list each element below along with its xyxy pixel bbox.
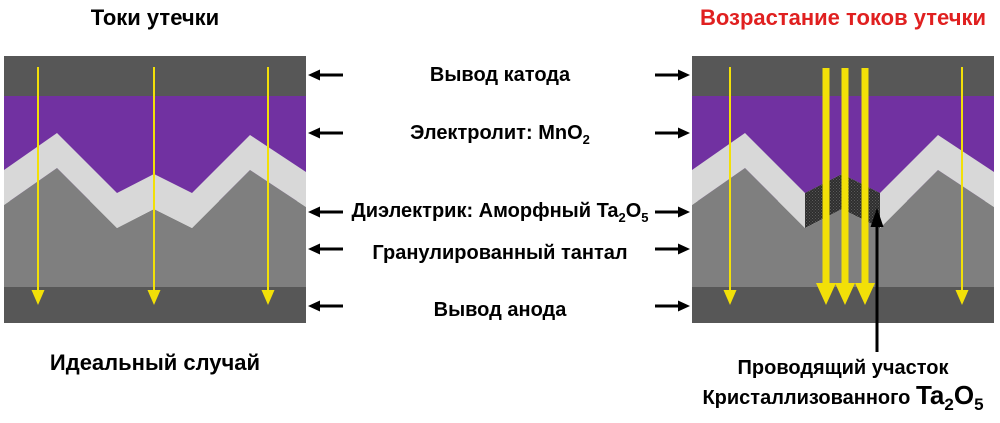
leakage-arrow-shaft xyxy=(153,67,155,290)
thick-leakage-arrow-shaft xyxy=(861,68,869,284)
label-electrolyte-text: Электролит: MnO xyxy=(410,122,583,144)
high-leakage-current-arrows xyxy=(816,68,875,305)
left-capacitor-stack-diagram xyxy=(4,56,306,323)
formula-base: O xyxy=(953,380,975,410)
label-dielectric-text: Диэлектрик: Аморфный Ta xyxy=(351,200,619,222)
left-panel-caption: Идеальный случай xyxy=(49,350,261,375)
leakage-arrow-shaft xyxy=(37,67,39,290)
leakage-arrow-shaft xyxy=(961,67,963,290)
label-tantalum: Гранулированный тантал xyxy=(310,241,690,265)
formula-base: Ta xyxy=(915,380,945,410)
label-anode-text: Вывод анода xyxy=(433,299,567,321)
right-panel-title: Возрастание токов утечки xyxy=(699,5,987,30)
label-anode: Вывод анода xyxy=(310,298,690,322)
left-leakage-current-arrows xyxy=(31,67,275,305)
left-panel-title: Токи утечки xyxy=(90,5,220,30)
thick-leakage-arrow-head xyxy=(835,283,855,305)
defect-annotation: Проводящий участок Кристаллизованного Ta… xyxy=(680,356,1000,413)
thick-leakage-arrow-head xyxy=(816,283,836,305)
leakage-arrow-head xyxy=(955,290,969,305)
leakage-arrow-head xyxy=(261,290,275,305)
leakage-arrow-head xyxy=(31,290,45,305)
label-cathode-text: Вывод катода xyxy=(429,64,571,86)
leakage-arrow-head xyxy=(147,290,161,305)
leakage-arrow-shaft xyxy=(267,67,269,290)
label-dielectric: Диэлектрик: Аморфный Ta2O5 xyxy=(310,199,690,225)
defect-annotation-text: Кристаллизованного xyxy=(702,387,916,409)
defect-annotation-line1: Проводящий участок xyxy=(737,357,949,379)
thick-leakage-arrow-head xyxy=(855,283,875,305)
label-dielectric-subscript: 5 xyxy=(641,210,649,225)
right-capacitor-stack-diagram xyxy=(692,56,994,323)
label-dielectric-subscript: 2 xyxy=(618,210,626,225)
thick-leakage-arrow-shaft xyxy=(841,68,849,284)
leakage-arrow-shaft xyxy=(729,67,731,290)
label-tantalum-text: Гранулированный тантал xyxy=(372,242,628,264)
defect-annotation-line2: Кристаллизованного Ta2O5 xyxy=(680,380,1000,413)
label-cathode: Вывод катода xyxy=(310,63,690,87)
thick-leakage-arrow-shaft xyxy=(822,68,830,284)
formula-subscript: 5 xyxy=(974,395,984,415)
defect-annotation-formula: Ta2O5 xyxy=(915,380,984,413)
formula-subscript: 2 xyxy=(944,395,954,415)
right-leakage-current-arrows xyxy=(723,67,969,305)
leakage-arrow-head xyxy=(723,290,737,305)
label-electrolyte: Электролит: MnO2 xyxy=(310,121,690,147)
label-electrolyte-subscript: 2 xyxy=(582,132,590,147)
label-dielectric-text: O xyxy=(625,200,642,222)
